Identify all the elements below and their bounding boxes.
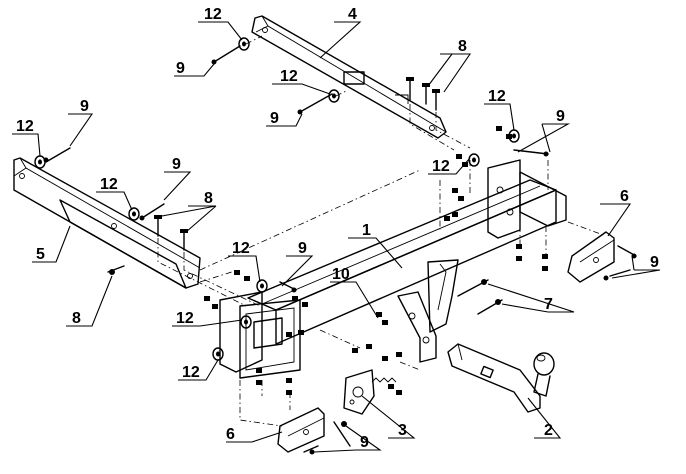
callout-5: 5: [36, 246, 45, 263]
part-4-side-bracket: [251, 15, 447, 139]
callout-1: 1: [362, 222, 371, 239]
part-1-cross-beam: [219, 159, 567, 379]
callout-7: 7: [544, 296, 553, 313]
callout-12: 12: [182, 364, 200, 381]
callout-12: 12: [280, 68, 298, 85]
callout-10: 10: [332, 266, 350, 283]
callout-9: 9: [176, 60, 185, 77]
callout-12: 12: [100, 176, 118, 193]
callout-12: 12: [232, 240, 250, 257]
part-6-angle-bracket-right: [567, 231, 615, 283]
callout-3: 3: [398, 422, 407, 439]
callout-leaders: [12, 21, 661, 453]
callout-9: 9: [298, 240, 307, 257]
callout-6: 6: [620, 188, 629, 205]
part-5-side-bracket: [13, 157, 201, 289]
callout-9: 9: [650, 254, 659, 271]
callout-2: 2: [544, 422, 553, 439]
part-3-socket-plate: [343, 369, 397, 415]
callout-8: 8: [204, 190, 213, 207]
callout-12: 12: [16, 118, 34, 135]
callout-9: 9: [172, 156, 181, 173]
callout-9: 9: [270, 110, 279, 127]
callout-4: 4: [348, 6, 357, 23]
callout-labels: 12 9 4 8 12 9 12 9 12 9 9 12 8 12 5 1 6 …: [16, 6, 659, 451]
hardware-fasteners: [34, 37, 637, 455]
callout-8: 8: [72, 310, 81, 327]
callout-9: 9: [80, 98, 89, 115]
callout-9: 9: [556, 108, 565, 125]
callout-12: 12: [204, 6, 222, 23]
callout-12: 12: [432, 158, 450, 175]
callout-8: 8: [458, 38, 467, 55]
callout-12: 12: [176, 310, 194, 327]
assembly-centerlines: [157, 35, 607, 427]
part-6-angle-bracket-bottom: [277, 407, 325, 453]
callout-6: 6: [226, 426, 235, 443]
callout-9: 9: [360, 434, 369, 451]
part-2-towball: [447, 343, 555, 413]
callout-12: 12: [488, 88, 506, 105]
